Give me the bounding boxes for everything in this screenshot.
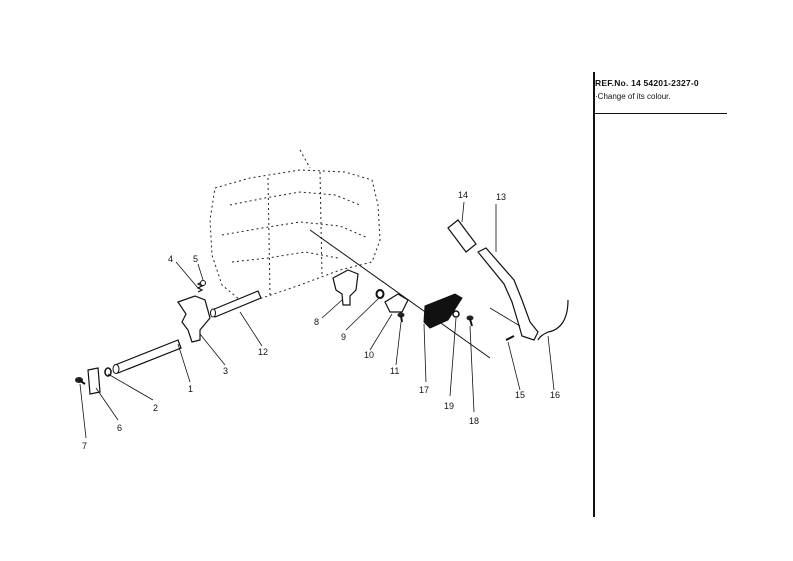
part-19-washer xyxy=(452,310,460,318)
callout-19: 19 xyxy=(444,401,454,411)
callout-16: 16 xyxy=(550,390,560,400)
part-13-shift-lever xyxy=(477,247,539,341)
reference-number: REF.No. 14 54201-2327-0 xyxy=(595,78,699,88)
callout-11: 11 xyxy=(390,366,399,376)
part-8-fork xyxy=(332,269,359,306)
callout-15: 15 xyxy=(515,390,525,400)
callout-14: 14 xyxy=(458,190,468,200)
part-2-o-ring xyxy=(104,367,112,377)
part-16-spring-clip xyxy=(537,299,569,341)
leader-housing-lever xyxy=(309,229,491,359)
callout-18: 18 xyxy=(469,416,479,426)
part-7-screw xyxy=(75,377,86,385)
part-14-knob xyxy=(447,219,477,253)
reference-panel: REF.No. 14 54201-2327-0 ·Change of its c… xyxy=(595,78,730,101)
part-1-shaft xyxy=(112,339,182,374)
part-11-bolt xyxy=(397,312,405,323)
part-17-guide-plate xyxy=(423,293,463,329)
part-10-bracket xyxy=(384,293,409,313)
callout-1: 1 xyxy=(188,384,193,394)
part-3-shift-fork xyxy=(177,295,211,343)
part-5-ball xyxy=(200,280,206,286)
callout-7: 7 xyxy=(82,441,87,451)
callout-8: 8 xyxy=(314,317,319,327)
callout-17: 17 xyxy=(419,385,429,395)
callout-10: 10 xyxy=(364,350,374,360)
callout-9: 9 xyxy=(341,332,346,342)
callout-4: 4 xyxy=(168,254,173,264)
part-18-bolt xyxy=(466,315,474,327)
part-4-spring xyxy=(196,281,204,293)
callout-2: 2 xyxy=(153,403,158,413)
sidebar-divider xyxy=(593,72,595,517)
callout-6: 6 xyxy=(117,423,122,433)
part-12-shaft xyxy=(210,290,262,318)
reference-underline xyxy=(595,113,727,114)
callout-3: 3 xyxy=(223,366,228,376)
callout-13: 13 xyxy=(496,192,506,202)
callout-5: 5 xyxy=(193,254,198,264)
transmission-housing xyxy=(209,149,381,301)
part-15-pin xyxy=(505,335,515,341)
reference-note: ·Change of its colour. xyxy=(595,92,671,101)
leader-lines xyxy=(79,201,555,439)
part-9-ring xyxy=(375,289,385,299)
callout-labels: 1 2 3 4 5 6 7 8 9 10 11 12 13 14 15 16 1… xyxy=(82,190,560,451)
part-6-plate xyxy=(87,367,101,395)
callout-12: 12 xyxy=(258,347,268,357)
